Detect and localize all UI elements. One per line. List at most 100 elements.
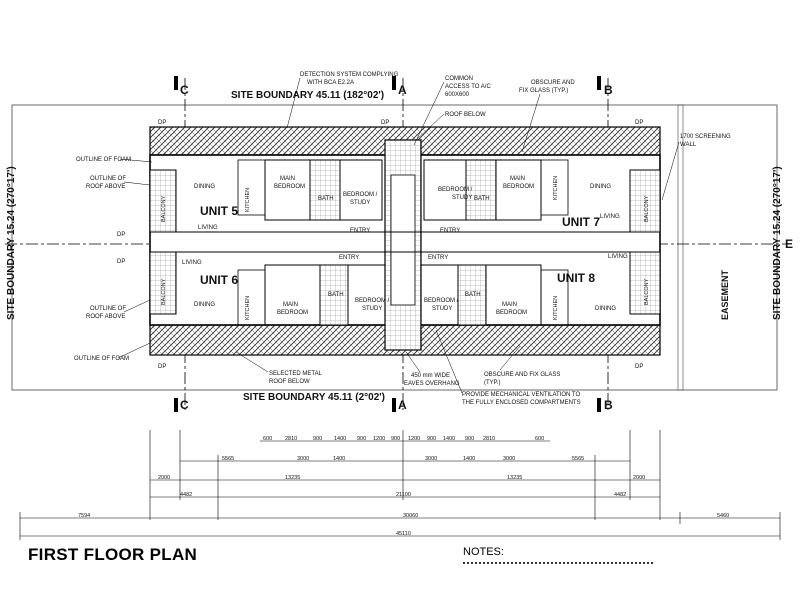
svg-text:7594: 7594 [78,513,90,519]
room-label-balcony: BALCONY [644,195,650,222]
svg-text:SELECTED METAL: SELECTED METAL [269,371,323,377]
svg-text:4482: 4482 [180,492,192,498]
section-b-top: B [604,83,613,97]
room-label-kitchen: KITCHEN [553,296,559,320]
room-u5-kitchen [237,159,266,216]
site-boundary-right-label: SITE BOUNDARY 15.24 (270°17') [772,166,783,320]
room-label-entry: ENTRY [350,228,370,234]
easement-label: EASEMENT [720,269,730,320]
room-label-study: STUDY [350,200,370,206]
room-label-dining: DINING [590,184,611,190]
room-u5-bath [309,159,341,221]
room-label-bedroom-study: BEDROOM / [438,187,473,193]
section-tick-c-bottom [174,398,178,412]
callout-metal-roof: SELECTED METAL ROOF BELOW [235,351,323,385]
section-tick-c-top [174,76,178,90]
room-label-kitchen: KITCHEN [553,176,559,200]
room-label-bedroom-study: BEDROOM / [355,298,390,304]
room-label-entry: ENTRY [339,255,359,261]
section-a-bottom: A [398,398,407,412]
svg-text:FIX GLASS (TYP.): FIX GLASS (TYP.) [519,88,568,94]
downpipe-label: DP [158,364,166,370]
room-label-study: STUDY [432,306,452,312]
svg-text:ROOF ABOVE: ROOF ABOVE [86,314,125,320]
callout-screening-wall: 1700 SCREENING WALL [661,134,731,201]
unit-8-label: UNIT 8 [557,271,595,285]
svg-text:3000: 3000 [297,456,309,462]
svg-text:(TYP.): (TYP.) [484,380,501,386]
room-label-main: MAIN [283,302,298,308]
svg-text:OUTLINE OF FOAM: OUTLINE OF FOAM [76,157,131,163]
notes-heading: NOTES: [463,546,504,558]
room-label-entry: ENTRY [428,255,448,261]
balcony-unit8 [629,251,661,315]
room-u5-study [339,159,383,221]
svg-text:2000: 2000 [633,475,645,481]
room-label-balcony: BALCONY [161,195,167,222]
section-tick-b-top [597,76,601,90]
svg-text:13235: 13235 [285,475,300,481]
svg-text:3000: 3000 [503,456,515,462]
svg-text:1200: 1200 [408,436,420,442]
site-boundary-outline [11,104,778,391]
room-label-dining: DINING [595,306,616,312]
room-label-bedroom-study: BEDROOM / [343,192,378,198]
svg-text:3000: 3000 [425,456,437,462]
callout-obscure-bottom: OBSCURE AND FIX GLASS (TYP.) [484,345,560,386]
dimension-row-3: 2000 13235 13235 2000 [158,475,645,481]
dimension-total: 45110 [396,531,411,537]
svg-text:5565: 5565 [222,456,234,462]
unit-7-label: UNIT 7 [562,215,600,229]
svg-text:600: 600 [535,436,544,442]
balcony-unit5 [149,169,177,233]
stair-core-void [390,174,416,306]
svg-text:600X600: 600X600 [445,92,470,98]
svg-text:OBSCURE AND FIX GLASS: OBSCURE AND FIX GLASS [484,372,560,378]
svg-text:4482: 4482 [614,492,626,498]
room-label-bedroom: BEDROOM [496,310,527,316]
downpipe-label: DP [158,120,166,126]
svg-text:PROVIDE MECHANICAL VENTILATION: PROVIDE MECHANICAL VENTILATION TO [462,392,580,398]
svg-text:5565: 5565 [572,456,584,462]
svg-text:1200: 1200 [373,436,385,442]
svg-text:900: 900 [357,436,366,442]
unit-6-label: UNIT 6 [200,273,238,287]
svg-text:OUTLINE OF FOAM: OUTLINE OF FOAM [74,356,129,362]
svg-text:ROOF BELOW: ROOF BELOW [445,112,486,118]
callout-eaves: 450 mm WIDE EAVES OVERHANG [404,351,460,387]
svg-text:900: 900 [427,436,436,442]
svg-text:ROOF BELOW: ROOF BELOW [269,379,310,385]
svg-text:2810: 2810 [483,436,495,442]
svg-text:1400: 1400 [333,456,345,462]
downpipe-label: DP [117,232,125,238]
room-label-bedroom: BEDROOM [274,184,305,190]
svg-text:900: 900 [465,436,474,442]
callout-foam-top: OUTLINE OF FOAM [76,157,153,163]
downpipe-label: DP [117,259,125,265]
downpipe-label: DP [635,120,643,126]
callout-roof-above-bottom: OUTLINE OF ROOF ABOVE [86,299,151,320]
svg-text:OUTLINE OF: OUTLINE OF [90,306,126,312]
svg-text:OUTLINE OF: OUTLINE OF [90,176,126,182]
callout-obscure-top: OBSCURE AND FIX GLASS (TYP.) [519,80,575,153]
callout-ventilation: PROVIDE MECHANICAL VENTILATION TO THE FU… [435,329,581,406]
room-label-balcony: BALCONY [644,278,650,305]
room-u6-kitchen [237,269,266,326]
section-tick-a-top [392,76,396,90]
svg-text:30060: 30060 [403,513,418,519]
dimension-row-1: 600 2810 900 1400 900 1200 900 1200 900 … [263,436,544,442]
notes-text-cut-off [463,562,653,568]
room-label-living: LIVING [198,225,218,231]
svg-text:COMMON: COMMON [445,76,473,82]
room-label-main: MAIN [510,176,525,182]
room-u8-bath [457,264,487,326]
room-label-living: LIVING [608,254,628,260]
room-label-bath: BATH [474,196,490,202]
site-boundary-left-label: SITE BOUNDARY 15.24 (270°17') [6,166,17,320]
room-label-main: MAIN [502,302,517,308]
svg-text:1700 SCREENING: 1700 SCREENING [680,134,731,140]
room-label-study: STUDY [452,195,472,201]
callout-roof-below: ROOF BELOW [415,112,486,141]
downpipe-label: DP [381,120,389,126]
